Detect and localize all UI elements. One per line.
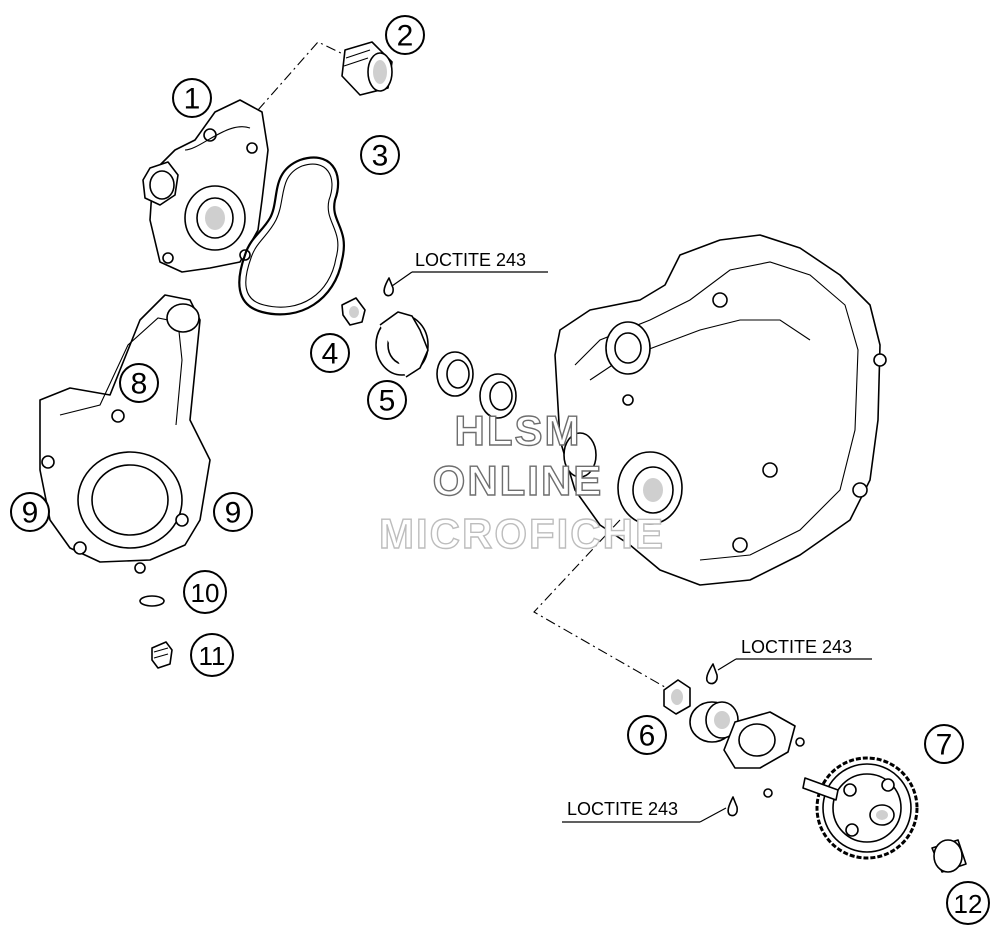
- water-pump-housing: [142, 99, 269, 273]
- loctite-drop-icon: [705, 663, 718, 685]
- svg-text:2: 2: [397, 20, 414, 53]
- svg-text:HLSM: HLSM: [455, 407, 582, 454]
- svg-text:5: 5: [379, 385, 396, 418]
- gear-nut: [663, 679, 691, 715]
- svg-text:ONLINE: ONLINE: [433, 457, 604, 504]
- callout-9-left: 9: [10, 492, 50, 532]
- engine-clutch-cover: [554, 234, 887, 586]
- impeller-nut: [341, 297, 366, 326]
- callout-2: 2: [385, 15, 425, 55]
- svg-text:9: 9: [225, 497, 242, 530]
- loctite-drop-icon: [383, 277, 394, 297]
- callout-11: 11: [190, 633, 234, 677]
- svg-text:12: 12: [954, 889, 983, 919]
- svg-text:11: 11: [199, 641, 226, 671]
- shaft-seal-1: [436, 351, 474, 397]
- callout-8: 8: [119, 363, 159, 403]
- callout-4: 4: [310, 333, 350, 373]
- callout-12: 12: [946, 881, 990, 925]
- loctite-label-top: LOCTITE 243: [391, 250, 548, 287]
- loctite-text: LOCTITE 243: [567, 799, 678, 819]
- svg-text:10: 10: [191, 578, 220, 608]
- svg-text:4: 4: [322, 338, 339, 371]
- svg-text:7: 7: [936, 729, 953, 762]
- water-pump-gear: [802, 756, 919, 860]
- bearing-cover-plate: [723, 711, 805, 798]
- callout-5: 5: [367, 380, 407, 420]
- loctite-drop-icon: [727, 796, 738, 817]
- needle-bearing: [931, 839, 967, 873]
- callout-10: 10: [183, 570, 227, 614]
- loctite-text: LOCTITE 243: [415, 250, 526, 270]
- o-ring-gasket: [238, 156, 345, 316]
- callout-6: 6: [627, 715, 667, 755]
- loctite-label-bottom: LOCTITE 243: [562, 799, 727, 823]
- callout-1: 1: [172, 78, 212, 118]
- loctite-text: LOCTITE 243: [741, 637, 852, 657]
- svg-text:8: 8: [131, 368, 148, 401]
- o-ring-gasket-inner: [245, 163, 339, 308]
- hose-fitting: [341, 41, 393, 96]
- svg-text:1: 1: [184, 83, 201, 116]
- loctite-label-middle: LOCTITE 243: [717, 637, 872, 671]
- callout-7: 7: [924, 724, 964, 764]
- watermark: HLSM ONLINE MICROFICHE: [378, 406, 665, 557]
- impeller: [375, 311, 429, 378]
- water-pump-cover: [39, 294, 211, 574]
- svg-text:9: 9: [22, 497, 39, 530]
- svg-text:MICROFICHE: MICROFICHE: [379, 510, 665, 557]
- callout-9-right: 9: [213, 492, 253, 532]
- cover-screw: [151, 641, 173, 669]
- callout-3: 3: [360, 135, 400, 175]
- ball-bearing: [689, 701, 739, 743]
- shaft-seal-2: [479, 373, 517, 419]
- sealing-washer: [139, 595, 165, 607]
- svg-text:3: 3: [372, 140, 389, 173]
- svg-text:6: 6: [639, 720, 656, 753]
